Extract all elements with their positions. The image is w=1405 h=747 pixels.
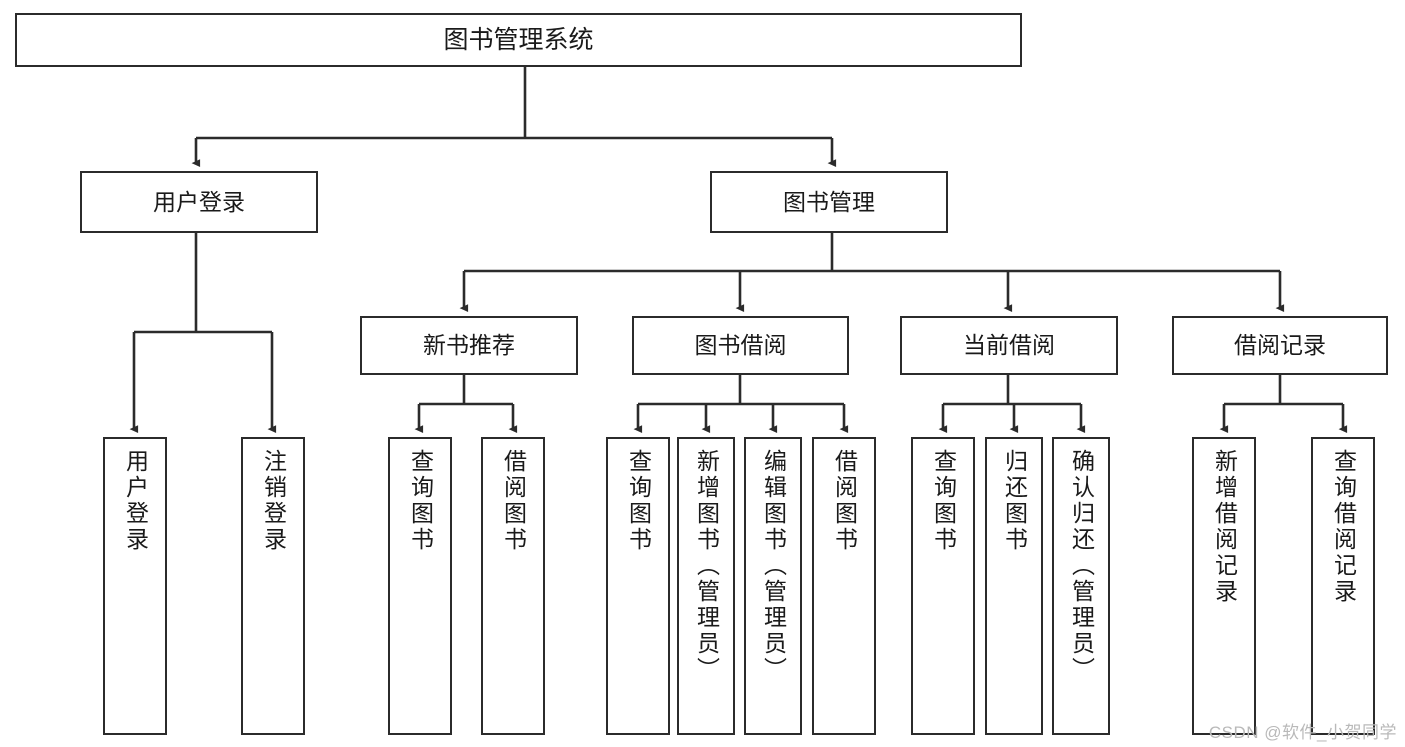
node-label: 查询借阅记录: [1330, 449, 1357, 605]
node-label: 确认归还（管理员）: [1068, 449, 1095, 683]
node-leaf-logout-login[interactable]: 注销登录: [241, 437, 305, 735]
node-label: 图书管理系统: [443, 25, 594, 54]
node-user-login[interactable]: 用户登录: [80, 171, 318, 233]
node-label: 新增借阅记录: [1211, 449, 1238, 605]
node-label: 当前借阅: [963, 332, 1055, 359]
node-leaf-add-borrow-record[interactable]: 新增借阅记录: [1192, 437, 1256, 735]
node-current-borrow[interactable]: 当前借阅: [900, 316, 1118, 375]
node-leaf-query-book-2[interactable]: 查询图书: [606, 437, 670, 735]
node-label: 查询图书: [930, 449, 957, 553]
node-label: 借阅图书: [500, 449, 527, 553]
node-label: 查询图书: [625, 449, 652, 553]
node-leaf-borrow-book-1[interactable]: 借阅图书: [481, 437, 545, 735]
node-label: 编辑图书（管理员）: [760, 449, 787, 683]
node-label: 图书借阅: [694, 332, 787, 359]
node-book-borrow[interactable]: 图书借阅: [632, 316, 849, 375]
node-leaf-query-book-3[interactable]: 查询图书: [911, 437, 975, 735]
node-label: 借阅图书: [831, 449, 858, 553]
node-leaf-edit-book-admin[interactable]: 编辑图书（管理员）: [744, 437, 802, 735]
node-label: 归还图书: [1001, 449, 1028, 553]
node-label: 用户登录: [122, 449, 149, 553]
node-leaf-user-login[interactable]: 用户登录: [103, 437, 167, 735]
node-leaf-query-book-1[interactable]: 查询图书: [388, 437, 452, 735]
csdn-watermark: CSDN @软件_小贺同学: [1208, 723, 1397, 742]
node-borrow-record[interactable]: 借阅记录: [1172, 316, 1388, 375]
node-new-book-recommend[interactable]: 新书推荐: [360, 316, 578, 375]
node-label: 图书管理: [783, 188, 875, 215]
node-label: 新增图书（管理员）: [693, 449, 720, 683]
node-root-system[interactable]: 图书管理系统: [15, 13, 1022, 67]
node-label: 注销登录: [260, 449, 287, 553]
node-leaf-return-book[interactable]: 归还图书: [985, 437, 1043, 735]
node-leaf-borrow-book-2[interactable]: 借阅图书: [812, 437, 876, 735]
node-label: 用户登录: [153, 188, 245, 215]
node-leaf-add-book-admin[interactable]: 新增图书（管理员）: [677, 437, 735, 735]
node-book-manage[interactable]: 图书管理: [710, 171, 948, 233]
node-leaf-query-borrow-record[interactable]: 查询借阅记录: [1311, 437, 1375, 735]
node-label: 新书推荐: [423, 332, 515, 359]
node-label: 借阅记录: [1234, 332, 1326, 359]
node-label: 查询图书: [407, 449, 434, 553]
node-leaf-confirm-return-admin[interactable]: 确认归还（管理员）: [1052, 437, 1110, 735]
